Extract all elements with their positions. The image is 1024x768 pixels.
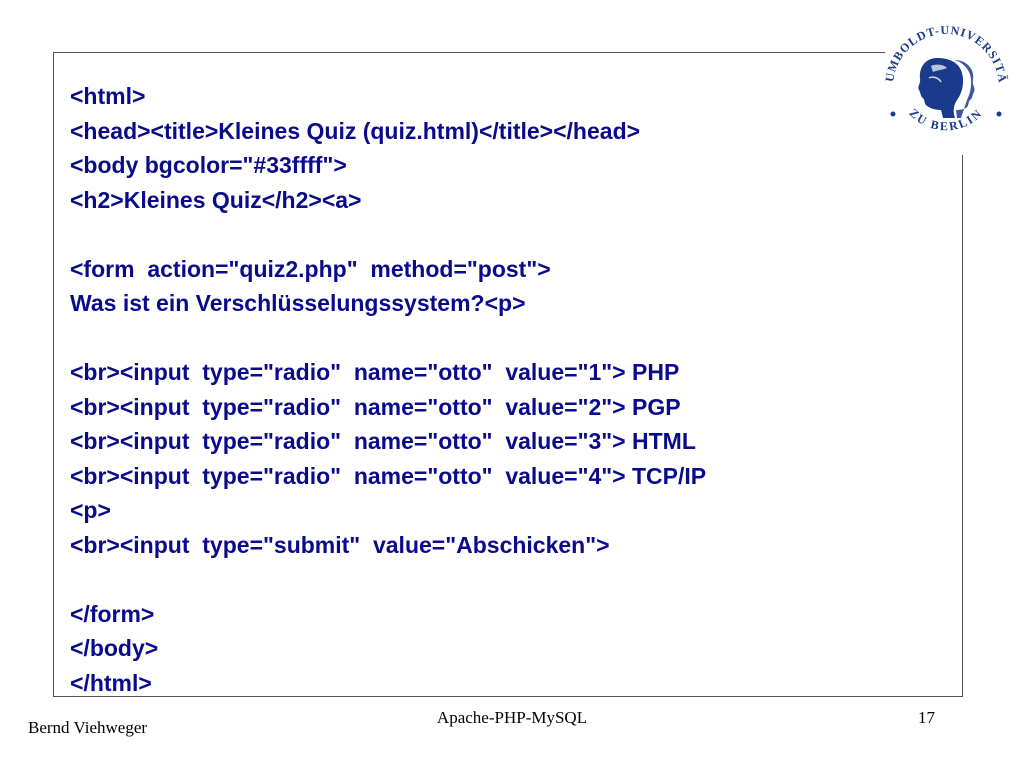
footer-author: Bernd Viehweger <box>28 718 148 737</box>
code-line: <br><input type="radio" name="otto" valu… <box>70 393 681 420</box>
humboldt-university-seal-icon: HUMBOLDT-UNIVERSITÄT ZU BERLIN <box>868 3 1019 160</box>
code-line <box>70 562 706 597</box>
code-line: <h2>Kleines Quiz</h2><a> <box>70 186 362 213</box>
code-line: <form action="quiz2.php" method="post"> <box>70 255 551 282</box>
page-number: 17 <box>918 708 935 727</box>
code-line: <br><input type="radio" name="otto" valu… <box>70 359 680 385</box>
code-line: </html> <box>70 669 152 696</box>
code-line: <br><input type="radio" name="otto" valu… <box>70 428 696 454</box>
code-line: <br><input type="radio" name="otto" valu… <box>70 462 707 489</box>
code-line <box>70 321 706 356</box>
code-line: <body bgcolor="#33ffff"> <box>70 152 347 178</box>
code-box: <html> <head><title>Kleines Quiz (quiz.h… <box>53 52 963 697</box>
code-line: Was ist ein Verschlüsselungssystem?<p> <box>70 290 526 316</box>
footer-title: Apache-PHP-MySQL <box>436 708 588 727</box>
code-line: </body> <box>70 635 159 661</box>
code-line <box>70 217 706 252</box>
code-line: </form> <box>70 600 155 627</box>
code-line: <p> <box>70 497 111 523</box>
code-listing: <html> <head><title>Kleines Quiz (quiz.h… <box>70 79 706 700</box>
code-line: <br><input type="submit" value="Abschick… <box>70 531 610 558</box>
code-line: <head><title>Kleines Quiz (quiz.html)</t… <box>70 117 641 144</box>
code-line: <html> <box>70 83 146 109</box>
